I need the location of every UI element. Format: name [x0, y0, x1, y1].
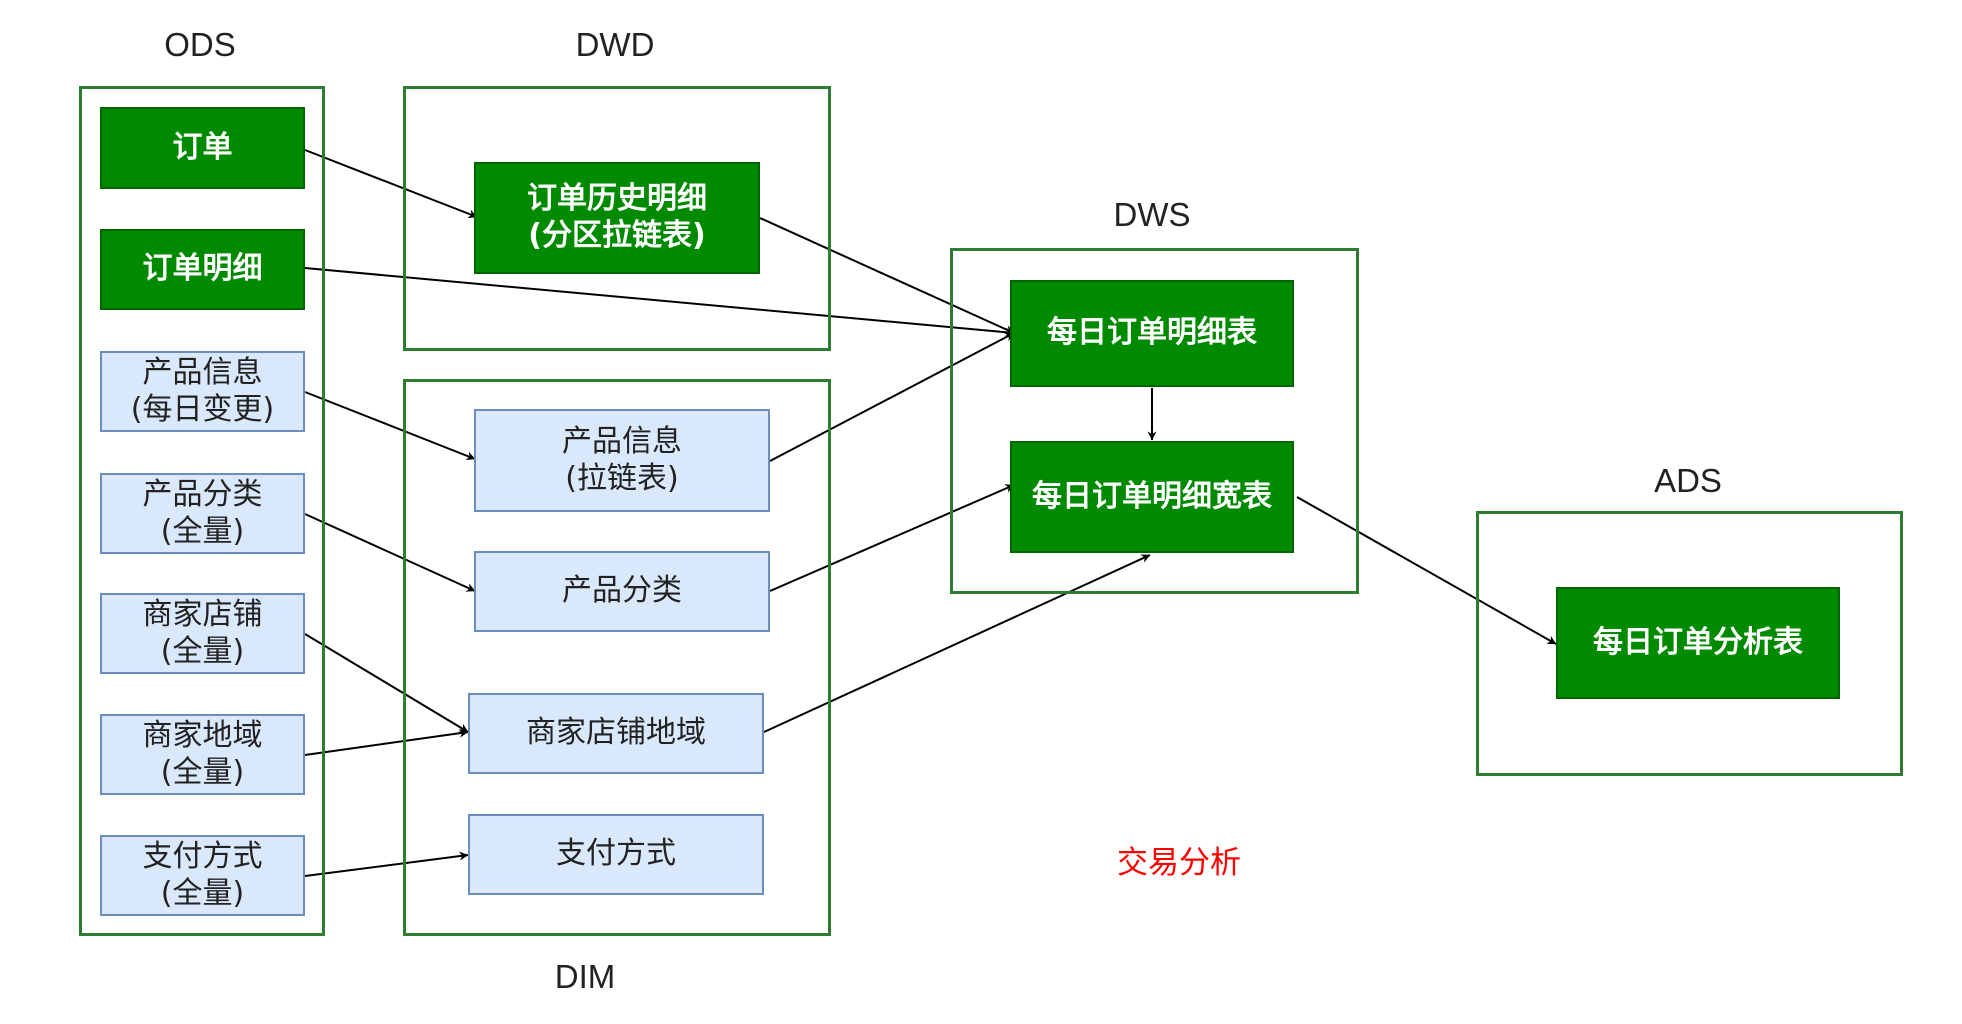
dwd-layer-box: [403, 86, 831, 351]
node-line1: 订单历史明细: [527, 181, 707, 217]
node-line1: 商家店铺: [142, 596, 263, 632]
ods-merchant-shop-node[interactable]: 商家店铺 (全量): [100, 593, 305, 674]
node-line1: 产品分类: [142, 476, 263, 512]
dim-merchant-node[interactable]: 商家店铺地域: [468, 693, 764, 774]
node-line2: (全量): [160, 513, 245, 549]
dim-layer-box: [403, 379, 831, 936]
node-line1: 产品信息: [142, 354, 263, 390]
dws-layer-label: DWS: [1113, 196, 1191, 233]
node-line2: (全量): [160, 875, 245, 911]
dwd-layer-label: DWD: [575, 26, 655, 63]
ods-order-detail-node[interactable]: 订单明细: [100, 229, 305, 310]
node-line1: 产品信息: [562, 423, 682, 459]
edge-ods-order-detail-to-dws-daily-detail: [304, 267, 1015, 337]
ods-product-info-node[interactable]: 产品信息 (每日变更): [100, 351, 305, 432]
edge-dim-product-info-to-dws-daily-detail: [769, 332, 1015, 462]
node-line2: (全量): [160, 633, 245, 669]
ads-layer-label: ADS: [1654, 462, 1722, 499]
node-line1: 订单: [172, 129, 233, 165]
dim-product-info-node[interactable]: 产品信息 (拉链表): [474, 409, 770, 512]
edge-ods-order-to-dwd-order-hist: [304, 149, 478, 219]
node-line1: 每日订单明细表: [1047, 315, 1257, 351]
dws-daily-detail-node[interactable]: 每日订单明细表: [1010, 280, 1294, 387]
edge-ods-product-info-to-dim-product-info: [304, 391, 476, 461]
edge-ods-merchant-shop-to-dim-merchant: [304, 633, 469, 733]
edge-dim-product-cat-to-dws-daily-wide: [769, 484, 1015, 592]
dim-payment-node[interactable]: 支付方式: [468, 814, 764, 895]
ods-order-node[interactable]: 订单: [100, 107, 305, 189]
edge-dws-daily-wide-to-ads-daily-analysis: [1296, 496, 1557, 645]
edge-ods-merchant-area-to-dim-merchant: [304, 728, 469, 756]
ads-daily-analysis-node[interactable]: 每日订单分析表: [1556, 587, 1840, 699]
dws-daily-wide-node[interactable]: 每日订单明细宽表: [1010, 441, 1294, 553]
node-line1: 商家店铺地域: [526, 715, 706, 751]
node-line1: 商家地域: [142, 717, 263, 753]
ads-layer-box: [1476, 511, 1903, 776]
node-line1: 支付方式: [556, 836, 676, 872]
ods-layer-label: ODS: [164, 26, 236, 63]
node-line2: (每日变更): [130, 391, 275, 427]
node-line2: (拉链表): [565, 460, 679, 496]
ods-product-cat-node[interactable]: 产品分类 (全量): [100, 473, 305, 554]
ods-merchant-area-node[interactable]: 商家地域 (全量): [100, 714, 305, 795]
edge-ods-payment-to-dim-payment: [304, 851, 469, 877]
ods-layer-box: [79, 86, 325, 936]
node-line2: (分区拉链表): [528, 218, 706, 253]
dim-product-cat-node[interactable]: 产品分类: [474, 551, 770, 632]
dws-layer-box: [950, 248, 1359, 594]
node-line1: 订单明细: [142, 251, 263, 287]
node-line1: 支付方式: [142, 838, 263, 874]
dim-layer-label: DIM: [554, 958, 616, 995]
ods-payment-node[interactable]: 支付方式 (全量): [100, 835, 305, 916]
node-line1: 产品分类: [562, 573, 682, 609]
node-line1: 每日订单明细宽表: [1032, 478, 1272, 514]
edge-ods-product-cat-to-dim-product-cat: [304, 513, 476, 592]
dwd-order-history-node[interactable]: 订单历史明细 (分区拉链表): [474, 162, 760, 274]
node-line1: 每日订单分析表: [1593, 624, 1803, 660]
trade-analysis-note: 交易分析: [1117, 845, 1241, 881]
node-line2: (全量): [160, 754, 245, 790]
edge-dwd-order-hist-to-dws-daily-detail: [759, 217, 1015, 334]
